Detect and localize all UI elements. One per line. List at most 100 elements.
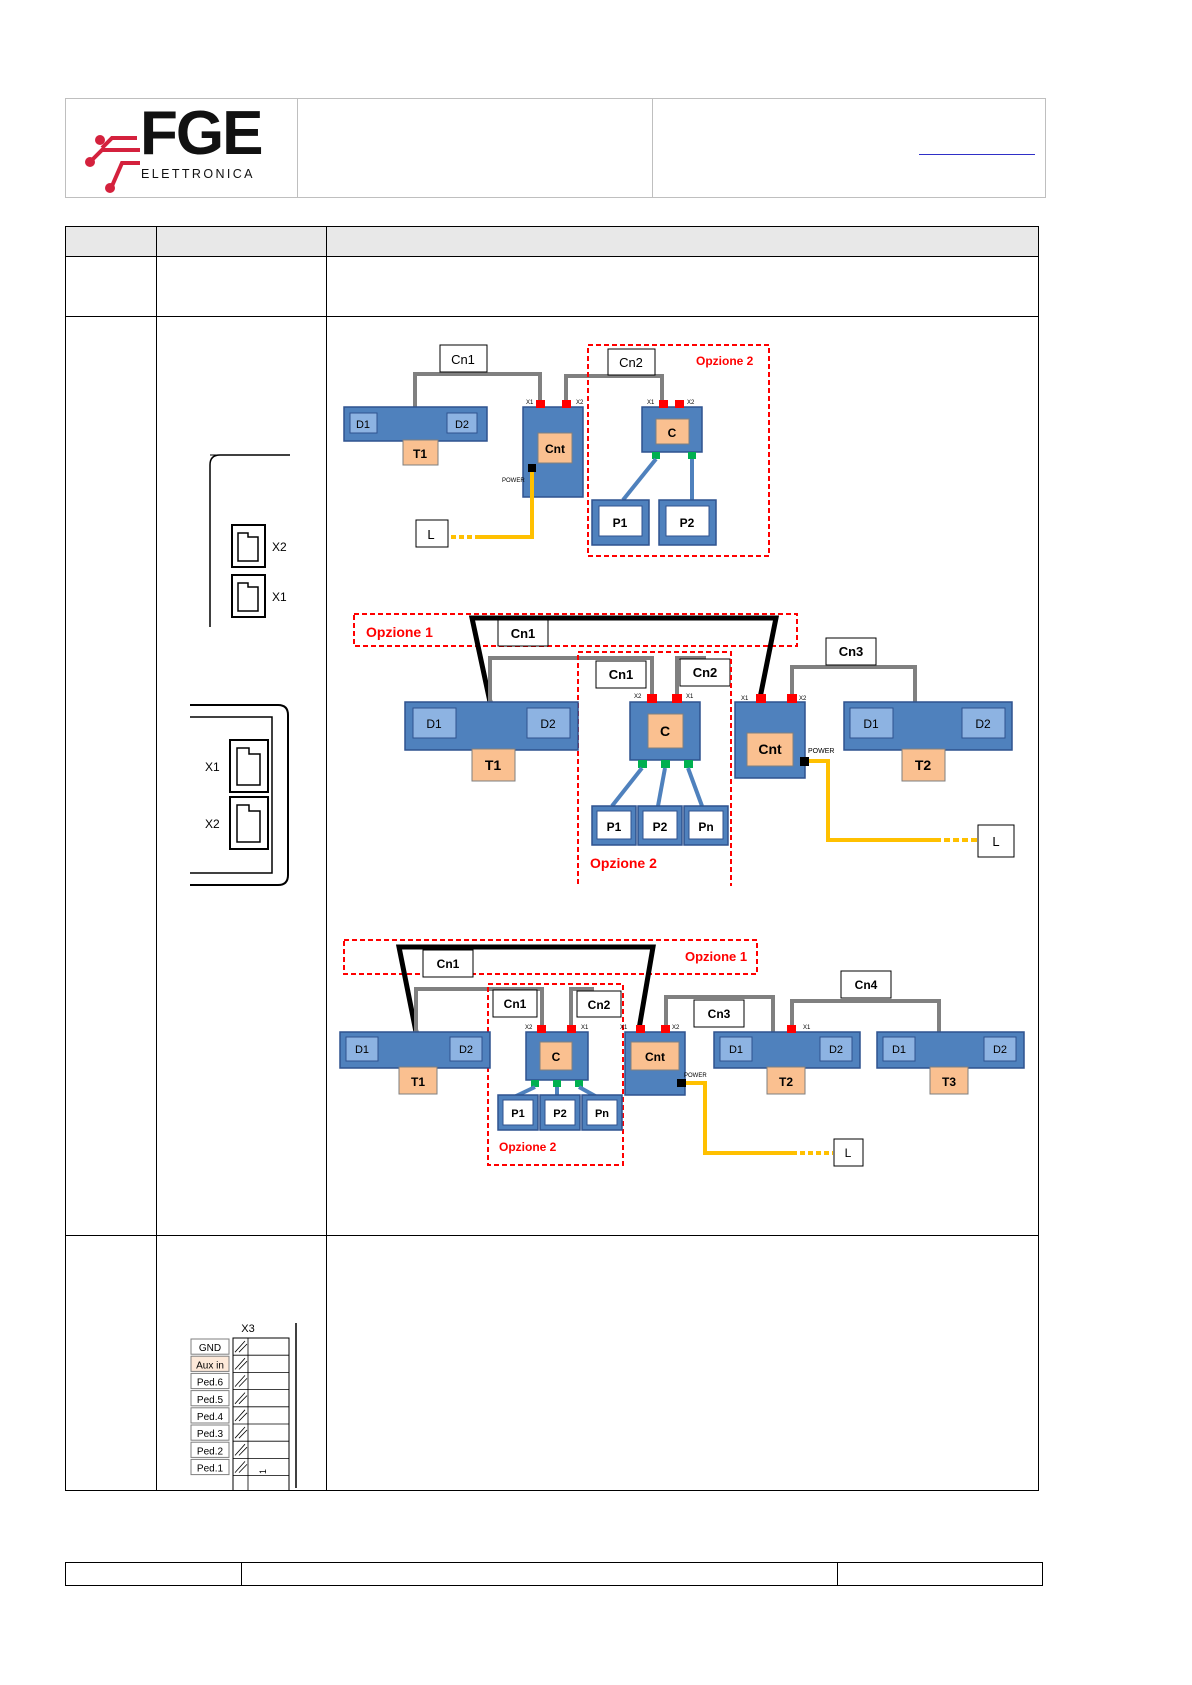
cable-label-cn1: Cn1 [609, 667, 634, 682]
device-label-cnt: Cnt [758, 741, 782, 757]
cable-label-cn3: Cn3 [708, 1007, 731, 1021]
port-label: X2 [525, 1025, 533, 1031]
wiring-diagram-1: Cn1 Cn2 Opzione 2 D1 D2 T1 Cnt X1 X2 POW… [343, 344, 770, 557]
logo-wordmark: FGE [140, 99, 263, 168]
rj45-port-icon [231, 524, 266, 568]
terminal-block-title: X3 [241, 1323, 254, 1335]
device-d1: D1 [863, 717, 879, 731]
device-d1: D1 [892, 1044, 906, 1056]
device-label-c: C [552, 1050, 561, 1064]
option-label: Opzione 2 [499, 1140, 557, 1154]
table-border [65, 226, 1039, 227]
device-d1: D1 [426, 717, 442, 731]
connector-panel-illustration: X2 X1 X1 X2 [190, 454, 290, 886]
rj45-port-icon [231, 574, 266, 618]
option-label: Opzione 2 [696, 354, 754, 368]
terminal-pin-label: GND [199, 1343, 221, 1354]
device-label-t1: T1 [411, 1075, 425, 1089]
device-label-p1: P1 [511, 1108, 524, 1120]
device-label-c: C [660, 723, 670, 739]
cable-label-cn4: Cn4 [855, 978, 878, 992]
terminal-pin-box [190, 1458, 230, 1476]
terminal-pin-box [190, 1424, 230, 1441]
device-d2: D2 [455, 419, 469, 431]
terminal-pin-label: Ped.5 [197, 1395, 224, 1406]
pin-one-marker: 1 [258, 1469, 268, 1474]
port-label: X1 [526, 400, 534, 406]
table-border [65, 226, 66, 1491]
cable-label-cn1-top: Cn1 [511, 626, 536, 641]
cable-label-cn1: Cn1 [451, 352, 475, 367]
device-label-cnt: Cnt [645, 1050, 665, 1064]
option-box [577, 651, 732, 886]
table-header-row [66, 227, 1038, 257]
power-label: POWER [684, 1073, 707, 1079]
device-d2: D2 [540, 717, 556, 731]
device-d2: D2 [993, 1044, 1007, 1056]
port-label: X1 [803, 1025, 811, 1031]
terminal-screw-icon [234, 1426, 248, 1439]
option-label: Opzione 2 [590, 855, 657, 871]
terminal-pin-box [190, 1338, 230, 1355]
port-label: X2 [672, 1025, 680, 1031]
device-d2: D2 [459, 1044, 473, 1056]
terminal-screw-icon [234, 1340, 248, 1353]
device-d1: D1 [356, 419, 370, 431]
page-footer [65, 1562, 1043, 1586]
cable-line [413, 372, 542, 407]
power-label: POWER [808, 748, 834, 755]
device-label-p2: P2 [553, 1108, 566, 1120]
logo-subtitle: ELETTRONICA [141, 167, 255, 181]
terminal-pin-box [190, 1390, 230, 1407]
device-label-cnt: Cnt [545, 442, 565, 456]
terminal-screw-icon [234, 1461, 248, 1473]
header-link-underline[interactable] [919, 154, 1035, 155]
footer-divider [837, 1562, 838, 1586]
option-box [353, 613, 798, 647]
option-box [487, 983, 624, 1166]
terminal-pin-label: Ped.2 [197, 1446, 224, 1457]
cable-label-cn2: Cn2 [693, 665, 718, 680]
device-label-t2: T2 [915, 757, 932, 773]
cable-label-cn1-top: Cn1 [437, 957, 460, 971]
port-label: X2 [687, 400, 695, 406]
port-label-top-0: X2 [272, 540, 287, 554]
terminal-pin-box [190, 1407, 230, 1424]
cable-label-cn1: Cn1 [504, 997, 527, 1011]
terminal-pin-box [190, 1441, 230, 1458]
power-label: POWER [502, 478, 525, 484]
device-d2: D2 [829, 1044, 843, 1056]
wiring-diagram-3: Opzione 1 Cn1 Cn1 Cn2 Cn3 Cn4 Opzione 2 … [339, 939, 1025, 1167]
device-label-t1: T1 [413, 447, 427, 461]
terminal-pin-label: Ped.6 [197, 1378, 224, 1389]
option-label: Opzione 1 [366, 624, 433, 640]
terminal-pin-box [190, 1355, 230, 1372]
table-border [65, 1490, 1039, 1491]
port-label: X1 [741, 696, 749, 702]
device-label-t2: T2 [779, 1075, 793, 1089]
port-label: X1 [620, 1025, 628, 1031]
terminal-pin-label: Ped.3 [197, 1429, 224, 1440]
option-box [587, 344, 770, 557]
table-border [65, 256, 1039, 257]
table-border [156, 226, 157, 1491]
device-label-t1: T1 [485, 757, 502, 773]
header-divider [297, 98, 298, 198]
load-label: L [427, 527, 434, 542]
terminal-screw-icon [234, 1392, 248, 1405]
cable-line [564, 374, 664, 404]
footer-divider [241, 1562, 242, 1586]
table-border [65, 1235, 1039, 1236]
option-box [343, 939, 758, 975]
wiring-diagram-2: Opzione 1 Cn1 Cn1 Cn2 Cn3 Opzione 2 D1 D… [353, 613, 1015, 886]
cable-label-cn2: Cn2 [588, 998, 611, 1012]
device-d1: D1 [729, 1044, 743, 1056]
port-label: X1 [581, 1025, 589, 1031]
port-label: X2 [799, 696, 807, 702]
table-border [326, 226, 327, 1491]
terminal-pin-label: Ped.4 [197, 1412, 224, 1423]
rj45-port-icon [229, 739, 269, 793]
cable-label-cn3: Cn3 [839, 644, 864, 659]
port-label-top-1: X1 [272, 590, 287, 604]
